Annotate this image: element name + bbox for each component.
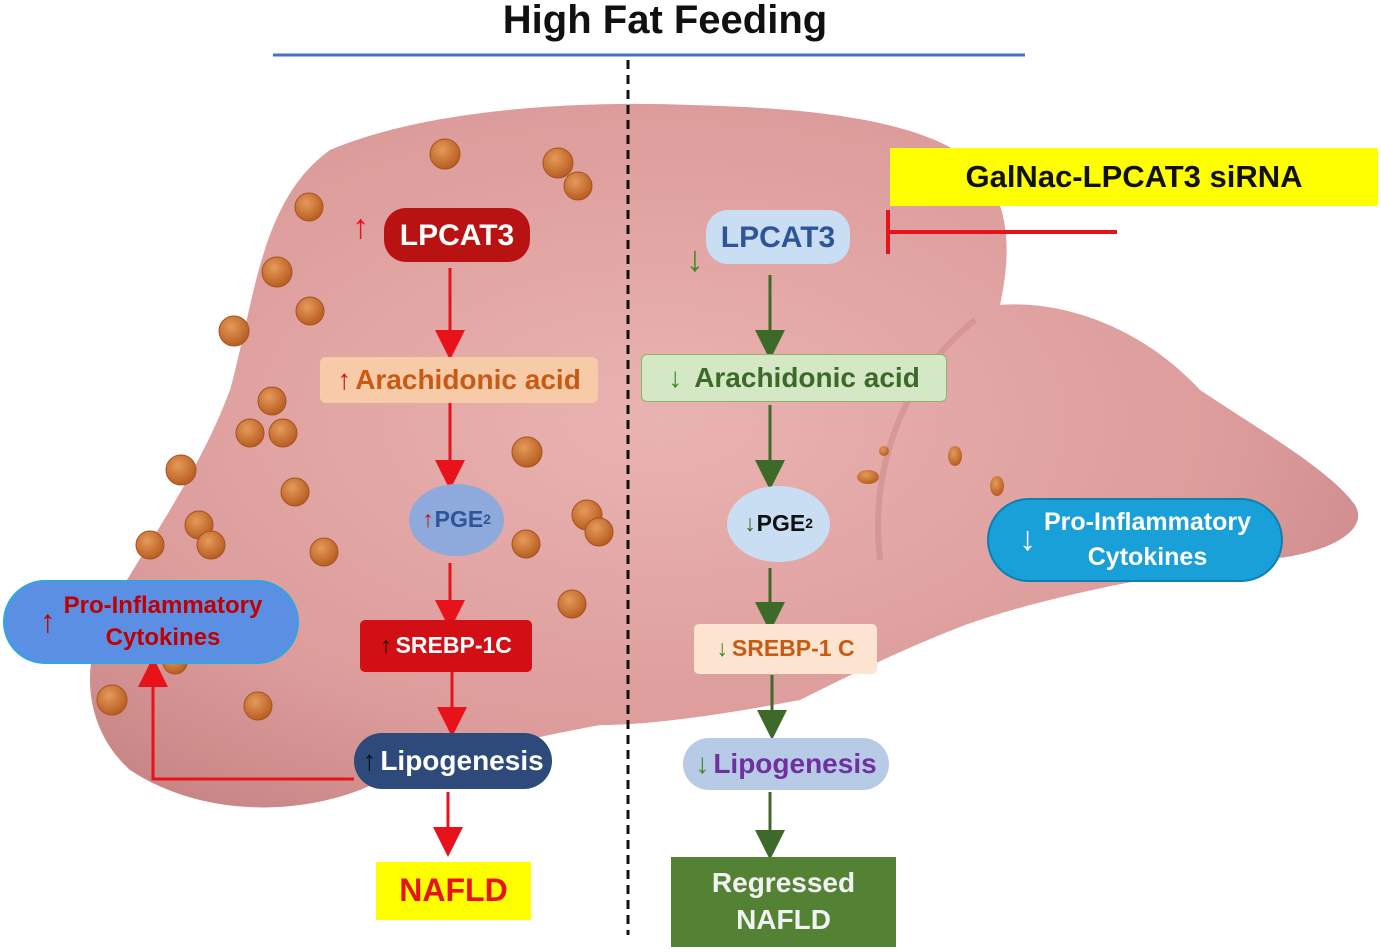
right-pge2-subscript: 2 <box>805 516 813 532</box>
diagram-title: High Fat Feeding <box>502 0 828 42</box>
left-cytokines-line2: Cytokines <box>105 624 221 651</box>
fat-droplet <box>257 386 287 416</box>
right-srebp-arrow: ↓ <box>716 635 728 662</box>
left-outcome-node: NAFLD <box>376 862 531 920</box>
right-outcome-line2: NAFLD <box>736 904 831 935</box>
right-pge2-label: PGE <box>756 510 806 537</box>
fat-droplet <box>268 418 298 448</box>
left-lipogenesis-label: Lipogenesis <box>380 744 544 776</box>
right-cytokines-text: Pro-Inflammatory Cytokines <box>1044 507 1251 572</box>
left-outcome-label: NAFLD <box>399 872 508 909</box>
fat-droplet <box>196 530 226 560</box>
right-srebp-node: ↓ SREBP-1 C <box>694 624 877 674</box>
right-cytokines-arrow: ↓ <box>1019 520 1036 559</box>
right-pathway-arrows <box>755 275 787 860</box>
treatment-text: GalNac-LPCAT3 siRNA <box>965 158 1303 194</box>
left-pathway-arrows <box>138 268 467 857</box>
fat-droplet <box>135 530 165 560</box>
right-lipogenesis-arrow: ↓ <box>695 747 710 779</box>
fat-droplet <box>218 315 250 347</box>
right-arachidonic-arrow: ↓ <box>668 361 683 393</box>
left-pge2-subscript: 2 <box>483 512 491 528</box>
right-lipogenesis-node: ↓ Lipogenesis <box>683 738 889 790</box>
left-pge2-arrow: ↑ <box>422 506 434 533</box>
fat-droplet <box>511 529 541 559</box>
left-srebp-node: ↑ SREBP-1C <box>360 620 532 672</box>
fat-droplet <box>243 691 273 721</box>
left-arachidonic-arrow: ↑ <box>337 363 352 395</box>
right-lpcat3-node: LPCAT3 <box>706 210 850 264</box>
right-cytokines-node: ↓ Pro-Inflammatory Cytokines <box>987 498 1283 582</box>
right-lpcat3-arrow: ↓ <box>686 238 704 279</box>
left-cytokines-arrow: ↑ <box>39 603 56 640</box>
fat-droplet <box>511 436 543 468</box>
fat-droplet <box>235 418 265 448</box>
small-fat-droplet <box>879 446 889 456</box>
fat-droplet <box>563 171 593 201</box>
small-fat-droplet <box>857 470 879 484</box>
fat-droplet <box>309 537 339 567</box>
fat-droplet <box>261 256 293 288</box>
left-lipogenesis-node: ↑ Lipogenesis <box>354 733 552 789</box>
fat-droplet <box>584 517 614 547</box>
left-lpcat3-arrow: ↑ <box>352 208 369 246</box>
liver-lobe-line <box>875 317 977 561</box>
left-pge2-label: PGE <box>434 506 484 533</box>
right-lpcat3-label: LPCAT3 <box>720 220 836 254</box>
fat-droplets <box>96 138 1004 721</box>
fat-droplet <box>295 296 325 326</box>
left-srebp-arrow: ↑ <box>380 632 392 659</box>
left-srebp-label: SREBP-1C <box>395 632 512 659</box>
left-cytokines-line1: Pro-Inflammatory <box>63 591 263 619</box>
left-arachidonic-label: Arachidonic acid <box>355 363 581 395</box>
right-outcome-node: Regressed NAFLD <box>671 857 896 947</box>
fat-droplet <box>557 589 587 619</box>
treatment-label: GalNac-LPCAT3 siRNA <box>890 148 1378 206</box>
fat-droplet <box>280 477 310 507</box>
small-fat-droplet <box>990 476 1004 496</box>
fat-droplet <box>294 192 324 222</box>
left-lpcat3-label: LPCAT3 <box>399 218 515 252</box>
right-cytokines-line2: Cytokines <box>1087 543 1208 571</box>
fat-droplet <box>165 454 197 486</box>
left-lipogenesis-arrow: ↑ <box>362 744 377 776</box>
right-pge2-arrow: ↓ <box>744 510 756 537</box>
right-lipogenesis-label: Lipogenesis <box>713 747 877 779</box>
fat-droplet <box>542 147 574 179</box>
left-lpcat3-node: LPCAT3 <box>384 208 530 262</box>
right-arachidonic-node: ↓ Arachidonic acid <box>641 354 947 402</box>
left-arachidonic-node: ↑ Arachidonic acid <box>320 357 598 403</box>
right-srebp-label: SREBP-1 C <box>731 635 855 662</box>
small-fat-droplet <box>948 446 962 466</box>
left-cytokines-node: ↑ Pro-Inflammatory Cytokines <box>3 580 299 664</box>
right-cytokines-line1: Pro-Inflammatory <box>1044 507 1251 536</box>
left-cytokines-text: Pro-Inflammatory Cytokines <box>63 591 263 652</box>
right-arachidonic-label: Arachidonic acid <box>694 361 920 393</box>
fat-droplet <box>429 138 461 170</box>
inhibition-symbol <box>886 210 1117 254</box>
fat-droplet <box>96 684 128 716</box>
right-outcome-line1: Regressed <box>711 867 856 899</box>
